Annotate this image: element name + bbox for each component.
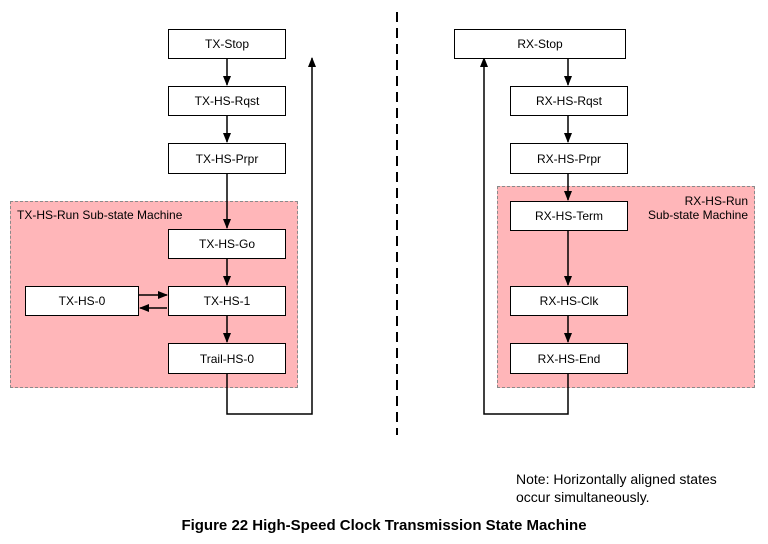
figure-caption: Figure 22 High-Speed Clock Transmission … [181,517,587,534]
state-tx-hs-0: TX-HS-0 [25,286,139,316]
state-rx-hs-end: RX-HS-End [510,343,628,374]
rx-region-label-line2: Sub-state Machine [647,208,748,222]
arrow-rx-end-stop [480,57,569,415]
rx-region-label: RX-HS-Run Sub-state Machine [600,194,748,222]
state-tx-hs-1: TX-HS-1 [168,286,286,316]
state-rx-hs-rqst: RX-HS-Rqst [510,86,628,116]
state-rx-hs-prpr: RX-HS-Prpr [510,143,628,174]
state-trail-hs-0: Trail-HS-0 [168,343,286,374]
state-tx-hs-prpr: TX-HS-Prpr [168,143,286,174]
state-tx-hs-rqst: TX-HS-Rqst [168,86,286,116]
state-rx-stop: RX-Stop [454,29,626,59]
state-rx-hs-clk: RX-HS-Clk [510,286,628,316]
note-line1: Note: Horizontally aligned states [516,471,717,487]
state-tx-hs-go: TX-HS-Go [168,229,286,259]
arrow-tx-trail-stop [226,57,316,415]
tx-region-label: TX-HS-Run Sub-state Machine [17,208,183,222]
state-rx-hs-term: RX-HS-Term [510,201,628,231]
note-line2: occur simultaneously. [516,489,650,505]
state-tx-stop: TX-Stop [168,29,286,59]
rx-region-label-line1: RX-HS-Run [684,194,748,208]
note: Note: Horizontally aligned states occur … [516,470,717,506]
